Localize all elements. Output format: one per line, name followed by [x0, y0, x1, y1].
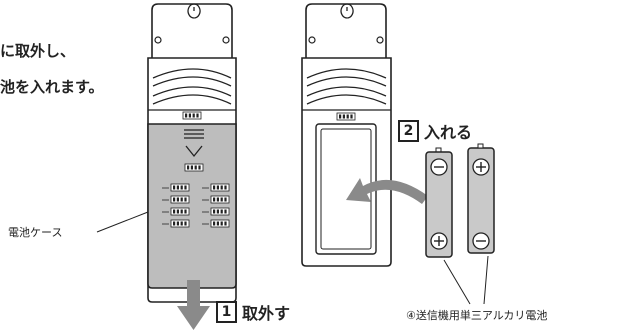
screw-hole-icon — [376, 36, 384, 44]
step-remove: 1 取外す — [216, 300, 290, 324]
step-insert-label: 入れる — [424, 123, 473, 142]
battery-leader-line — [443, 259, 471, 305]
cover-grip-lines — [184, 129, 204, 139]
dip-switch-table — [162, 183, 230, 228]
battery-leader-line — [483, 255, 489, 305]
remove-arrow-icon — [177, 280, 210, 330]
hanging-hole-icon — [187, 3, 201, 19]
screw-hole-icon — [222, 36, 230, 44]
step-remove-number: 1 — [216, 301, 237, 323]
intro-line-1: に取外し、 — [0, 42, 76, 60]
battery-left — [425, 147, 453, 258]
transmitter-with-cover — [96, 3, 237, 303]
transmitter-open — [301, 3, 392, 267]
screw-hole-icon — [154, 36, 162, 44]
battery-right — [467, 143, 495, 254]
battery-case-leader-line — [96, 211, 149, 233]
batteries-label: ④送信機用単三アルカリ電池 — [406, 309, 548, 322]
insert-arrow-icon — [346, 178, 428, 204]
battery-cover — [147, 123, 237, 289]
battery-case-label: 電池ケース — [8, 226, 63, 239]
step-insert-number: 2 — [398, 120, 419, 142]
intro-line-2: 池を入れます。 — [0, 78, 104, 96]
step-insert: 2 入れる — [398, 119, 472, 143]
screw-hole-icon — [308, 36, 316, 44]
hanging-hole-icon — [340, 3, 354, 19]
slide-direction-chevron-icon — [185, 145, 203, 158]
step-remove-label: 取外す — [242, 304, 291, 323]
